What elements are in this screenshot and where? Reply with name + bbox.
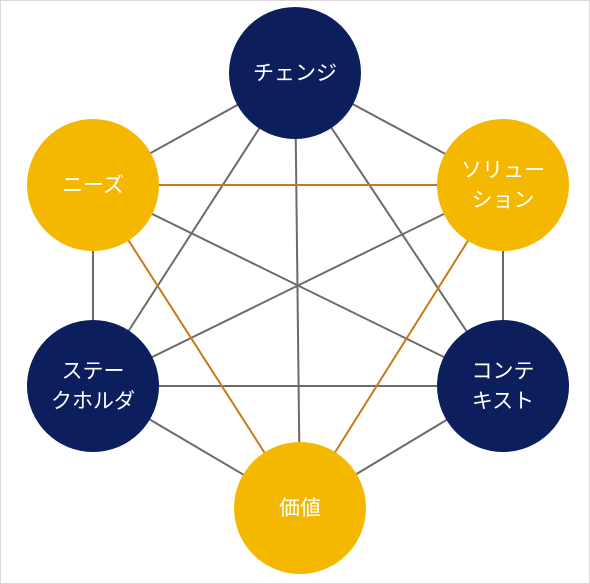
edge-change-value [294,72,301,509]
node-needs: ニーズ [27,119,159,251]
node-circle-solution [437,119,569,251]
node-label-context-1: キスト [472,389,534,413]
node-label-value-0: 価値 [279,496,321,520]
node-value: 価値 [234,442,366,574]
node-label-stakeholder-1: クホルダ [51,389,135,413]
node-label-context-0: コンテ [472,359,535,383]
node-circle-change [229,7,361,139]
node-label-solution-1: ション [472,188,535,212]
node-label-change-0: チェンジ [253,61,337,85]
node-label-stakeholder-0: ステー [62,359,125,383]
node-circle-value [234,442,366,574]
node-label-needs-0: ニーズ [62,173,124,197]
node-label-solution-0: ソリュー [461,158,545,182]
node-circle-stakeholder [27,320,159,452]
node-circle-needs [27,119,159,251]
edge-needs-context [92,184,504,387]
node-change: チェンジ [229,7,361,139]
node-circle-context [437,320,569,452]
